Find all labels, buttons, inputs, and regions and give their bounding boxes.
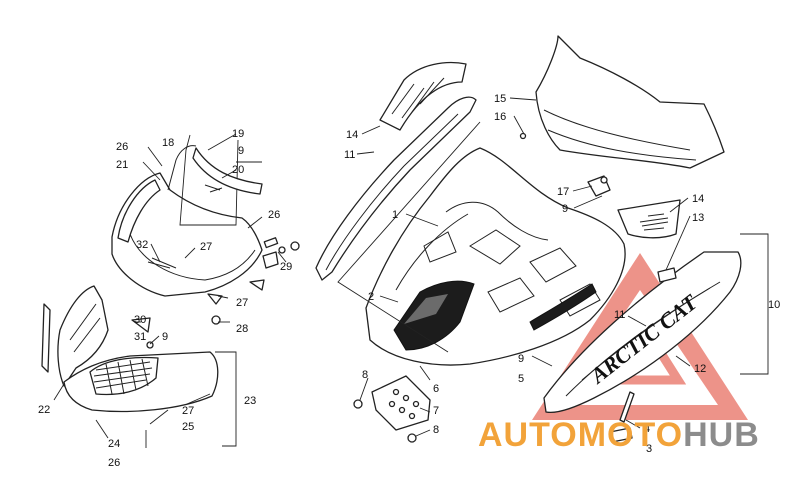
- callout-9a: 9: [238, 145, 244, 157]
- grille-mesh: [89, 356, 159, 396]
- heat-shield-plate: [371, 375, 431, 431]
- callout-8a: 8: [362, 369, 368, 381]
- callout-numbers: 1 2 3 4 5 5 6 7 8 8 9 9 9 9 10 11 11 12 …: [38, 93, 780, 469]
- callout-27b: 27: [236, 297, 248, 309]
- watermark-auto: AUTO: [478, 416, 578, 454]
- callout-12: 12: [694, 363, 706, 375]
- callout-16: 16: [494, 111, 506, 123]
- nose-cowl-upper: [111, 172, 263, 297]
- callout-29: 29: [280, 261, 292, 273]
- callout-25: 25: [182, 421, 194, 433]
- callout-26c: 26: [108, 457, 120, 469]
- callout-9d: 9: [562, 203, 568, 215]
- windshield: [535, 35, 725, 169]
- callout-30: 30: [134, 314, 146, 326]
- callout-10: 10: [768, 299, 780, 311]
- callout-7: 7: [433, 405, 439, 417]
- callout-23: 23: [244, 395, 256, 407]
- callout-27a: 27: [200, 241, 212, 253]
- callout-20: 20: [232, 164, 244, 176]
- callout-9b: 9: [162, 331, 168, 343]
- callout-18: 18: [162, 137, 174, 149]
- grille-frame: [57, 285, 109, 387]
- callout-13: 13: [692, 212, 704, 224]
- callout-26a: 26: [116, 141, 128, 153]
- callout-24: 24: [108, 438, 120, 450]
- callout-1: 1: [392, 209, 398, 221]
- callout-27c: 27: [182, 405, 194, 417]
- trim-strip: [41, 303, 51, 373]
- callout-14b: 14: [692, 193, 704, 205]
- callout-21: 21: [116, 159, 128, 171]
- callout-9c: 9: [518, 353, 524, 365]
- callout-5: 5: [518, 373, 524, 385]
- callout-32: 32: [136, 239, 148, 251]
- hood-decal: [393, 280, 475, 351]
- vent-trim-right: [617, 199, 681, 239]
- leader-lines: [53, 97, 691, 448]
- callout-26b: 26: [268, 209, 280, 221]
- callout-11a: 11: [344, 149, 355, 161]
- callout-22: 22: [38, 404, 50, 416]
- callout-2: 2: [368, 291, 374, 303]
- callout-17: 17: [557, 186, 569, 198]
- callout-31: 31: [134, 331, 146, 343]
- side-rail: [315, 96, 477, 281]
- vent-mesh: [639, 213, 669, 231]
- side-scoop: [117, 179, 161, 243]
- callout-3: 3: [646, 443, 652, 455]
- watermark-hub: HUB: [683, 416, 760, 454]
- decal-20: [192, 147, 263, 195]
- callout-11b: 11: [614, 309, 625, 321]
- callout-28: 28: [236, 323, 248, 335]
- callout-4: 4: [644, 423, 650, 435]
- callout-6: 6: [433, 383, 439, 395]
- watermark-moto: MOTO: [577, 416, 684, 454]
- callout-15: 15: [494, 93, 506, 105]
- callout-19: 19: [232, 128, 244, 140]
- callout-14a: 14: [346, 129, 358, 141]
- watermark-text: AUTOMOTOHUB: [478, 416, 760, 455]
- callout-8b: 8: [433, 424, 439, 436]
